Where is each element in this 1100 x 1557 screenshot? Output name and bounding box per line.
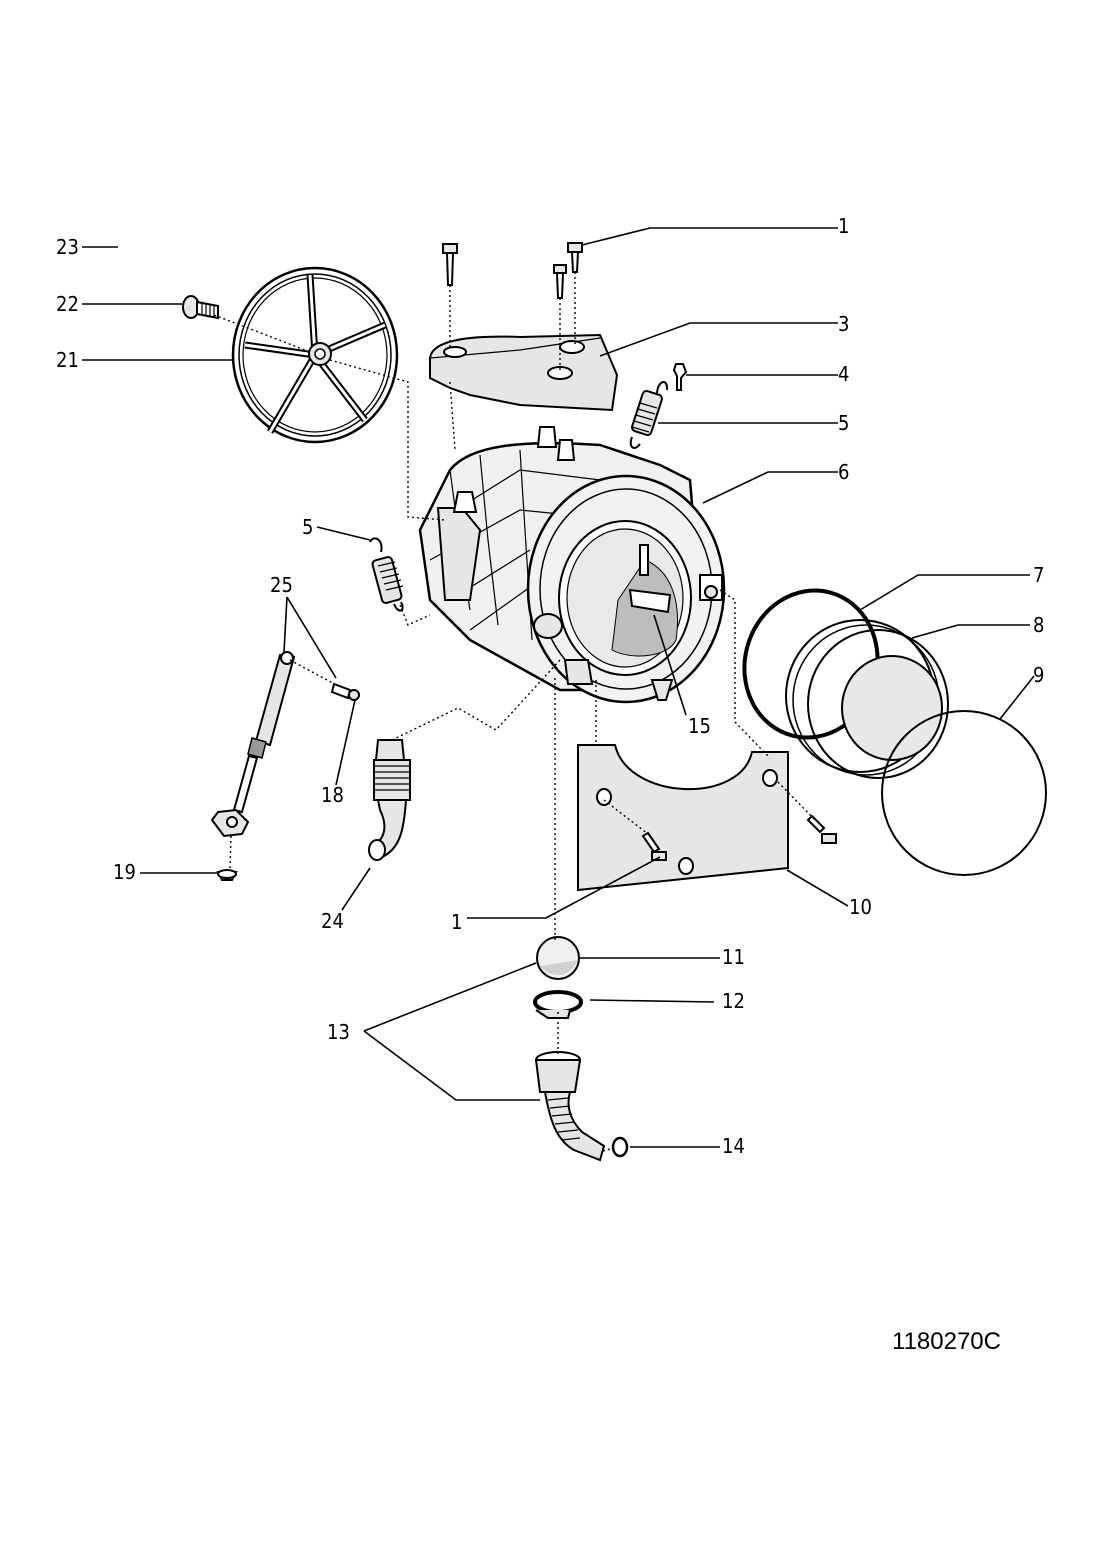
callout-12: 12 (722, 989, 745, 1013)
callout-23: 23 (56, 235, 79, 259)
callout-22: 22 (56, 292, 79, 316)
callout-9: 9 (1033, 663, 1044, 687)
callout-6: 6 (838, 460, 849, 484)
drawing-code: 1180270C (892, 1328, 1001, 1355)
ball-valve (536, 936, 580, 980)
front-clamp-ring (881, 710, 1047, 876)
callout-4: 4 (838, 362, 849, 386)
top-screws (442, 242, 583, 299)
spring-right (629, 381, 669, 449)
callout-leaders (82, 227, 1035, 1148)
assembly-guide-lines (213, 272, 816, 1152)
callout-5-right: 5 (838, 411, 849, 435)
small-o-ring (611, 1136, 629, 1158)
callout-10: 10 (849, 895, 872, 919)
counterweight-top (429, 333, 619, 412)
callout-3: 3 (838, 312, 849, 336)
callout-8: 8 (1033, 613, 1044, 637)
callout-5-left: 5 (302, 515, 313, 539)
callout-21: 21 (56, 348, 79, 372)
callout-1-front: 1 (451, 910, 462, 934)
callout-1-top: 1 (838, 214, 849, 238)
front-screws (641, 814, 837, 861)
callout-25: 25 (270, 573, 293, 597)
hook-clip (672, 363, 688, 391)
shock-pin (330, 682, 360, 701)
door-seal (785, 619, 949, 779)
drum-pulley (231, 266, 399, 444)
callout-18: 18 (321, 783, 344, 807)
callout-13: 13 (327, 1020, 350, 1044)
callout-19: 19 (113, 860, 136, 884)
callout-labels: 1 3 4 5 6 7 8 9 10 11 12 13 14 15 1 5 18… (56, 214, 1044, 1158)
callout-15: 15 (688, 714, 711, 738)
callout-14: 14 (722, 1134, 745, 1158)
sump-hose (534, 1051, 606, 1162)
callout-7: 7 (1033, 563, 1044, 587)
hose-clamp (533, 990, 583, 1019)
callout-11: 11 (722, 945, 745, 969)
shock-nut (216, 869, 238, 881)
spring-left (369, 537, 404, 612)
counterweight-front (577, 744, 789, 892)
bellows-pipe (368, 739, 411, 861)
callout-24: 24 (321, 909, 344, 933)
shock-absorber (210, 651, 296, 838)
tub-assembly (418, 426, 726, 704)
pulley-bolt (182, 295, 219, 320)
